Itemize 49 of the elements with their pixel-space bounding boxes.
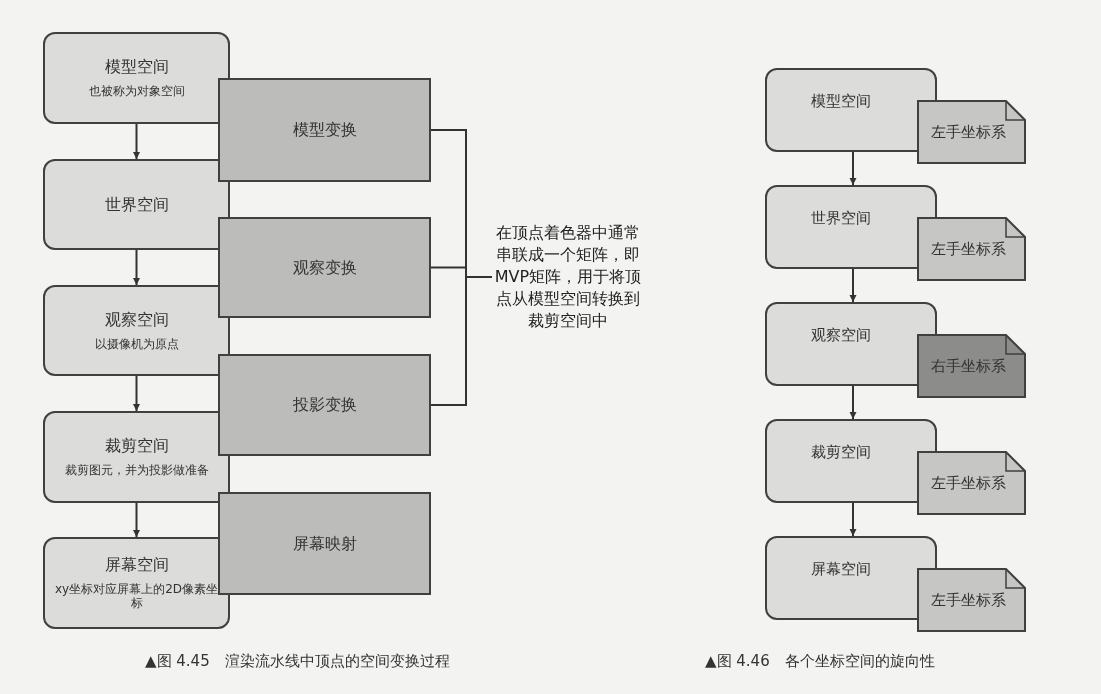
note-label: 左手坐标系 [931, 473, 1007, 493]
note-card [917, 451, 1026, 515]
arrow [849, 502, 857, 537]
note-card [917, 568, 1026, 632]
transform-box [218, 78, 431, 182]
arrow [849, 151, 857, 186]
arrow [133, 123, 140, 160]
box-title: 观察空间 [104, 309, 169, 329]
arrow [849, 385, 857, 420]
connector-line [430, 276, 493, 406]
box-title: 世界空间 [104, 194, 169, 215]
transform-box [218, 354, 431, 456]
box-title: 观察变换 [292, 257, 357, 278]
arrow [133, 249, 140, 286]
box-title: 模型变换 [292, 120, 357, 140]
space-box [43, 32, 230, 124]
note-text-line: 在顶点着色器中通常串联成一个矩阵，即MVP矩阵，用于将顶点从模型空间转换到裁剪空间中 [493, 222, 643, 332]
arrow [849, 268, 857, 303]
box-subtitle: xy坐标对应屏幕上的2D像素坐标 [53, 583, 220, 611]
transform-box [218, 217, 431, 318]
space-box [43, 537, 230, 629]
note-card [917, 334, 1026, 398]
box-title: 裁剪空间 [104, 436, 169, 456]
box-title: 屏幕空间 [811, 560, 871, 578]
note-label: 左手坐标系 [931, 239, 1007, 259]
arrow [133, 502, 140, 538]
transform-box [218, 492, 431, 595]
note-label: 右手坐标系 [931, 356, 1007, 376]
space-box [43, 159, 230, 250]
box-title: 裁剪空间 [811, 443, 871, 461]
box-title: 观察空间 [811, 326, 871, 344]
box-title: 模型空间 [104, 57, 169, 77]
box-subtitle: 以摄像机为原点 [93, 337, 180, 352]
note-card [917, 217, 1026, 281]
figure-caption: ▲图 4.45 渲染流水线中顶点的空间变换过程 [145, 652, 450, 671]
box-title: 世界空间 [811, 209, 871, 227]
note-label: 左手坐标系 [931, 590, 1007, 610]
box-title: 屏幕空间 [104, 555, 169, 575]
box-subtitle: 裁剪图元，并为投影做准备 [63, 464, 210, 478]
note-card [917, 100, 1026, 164]
figure-caption: ▲图 4.46 各个坐标空间的旋向性 [705, 652, 935, 671]
note-label: 左手坐标系 [931, 122, 1007, 142]
space-box [43, 411, 230, 503]
box-title: 屏幕映射 [292, 533, 357, 554]
arrow [133, 375, 140, 412]
box-subtitle: 也被称为对象空间 [87, 85, 186, 99]
box-title: 模型空间 [811, 92, 871, 110]
box-title: 投影变换 [292, 395, 357, 415]
space-box [43, 285, 230, 376]
